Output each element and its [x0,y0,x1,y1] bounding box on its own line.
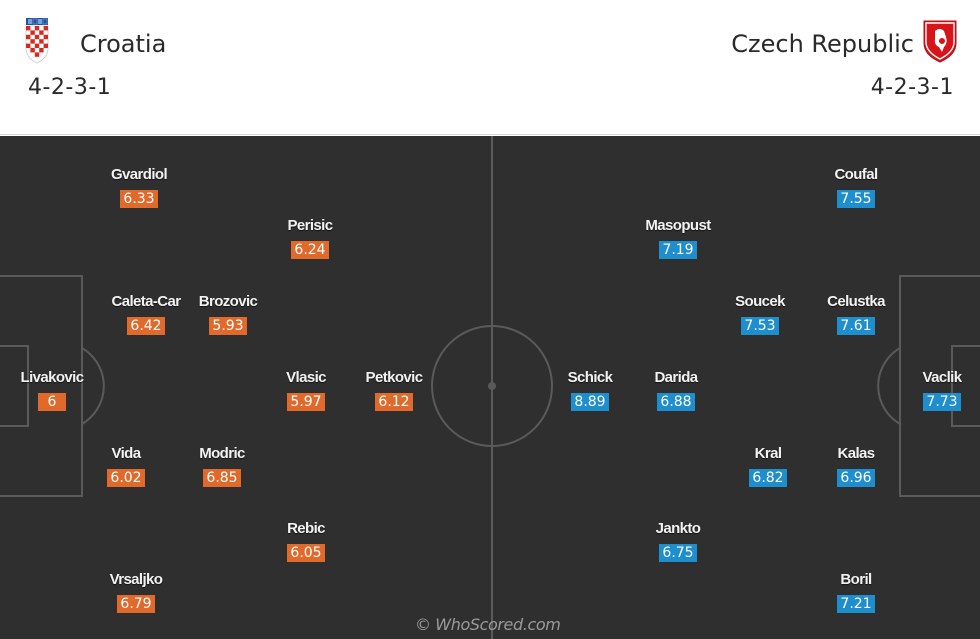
player-name: Gvardiol [110,166,168,183]
player-kral[interactable]: Kral 6.82 [708,445,828,487]
rating-badge: 6.33 [120,190,158,208]
player-name: Caleta-Car [111,293,181,310]
rating-badge: 7.53 [741,317,779,335]
player-name: Vrsaljko [109,571,163,588]
rating-badge: 6.02 [107,469,145,487]
player-darida[interactable]: Darida 6.88 [616,369,736,411]
rating-badge: 6.42 [127,317,165,335]
rating-badge: 6.75 [659,544,697,562]
player-jankto[interactable]: Jankto 6.75 [618,520,738,562]
rating-badge: 6.88 [657,393,695,411]
rating-badge: 6.82 [749,469,787,487]
player-name: Celustka [827,293,885,310]
rating-badge: 6 [38,393,66,411]
player-name: Schick [567,369,613,386]
player-name: Kral [754,445,782,462]
rating-badge: 6.05 [287,544,325,562]
rating-badge: 5.97 [287,393,325,411]
player-name: Perisic [287,217,333,234]
player-name: Vlasic [286,369,326,386]
player-coufal[interactable]: Coufal 7.55 [796,166,916,208]
player-modric[interactable]: Modric 6.85 [162,445,282,487]
rating-badge: 8.89 [571,393,609,411]
home-team-name[interactable]: Croatia [80,30,167,58]
player-name: Vaclik [922,369,963,386]
player-celustka[interactable]: Celustka 7.61 [796,293,916,335]
croatia-crest-icon [25,18,49,64]
player-name: Kalas [837,445,875,462]
player-name: Jankto [655,520,701,537]
rating-badge: 5.93 [209,317,247,335]
rating-badge: 7.55 [837,190,875,208]
player-livakovic[interactable]: Livakovic 6 [0,369,112,411]
czech-crest-icon [923,20,957,63]
player-vida[interactable]: Vida 6.02 [66,445,186,487]
rating-badge: 6.96 [837,469,875,487]
player-name: Soucek [735,293,785,310]
player-vrsaljko[interactable]: Vrsaljko 6.79 [76,571,196,613]
rating-badge: 7.61 [837,317,875,335]
player-soucek[interactable]: Soucek 7.53 [700,293,820,335]
away-formation: 4-2-3-1 [870,75,954,100]
home-formation: 4-2-3-1 [28,75,112,100]
player-caleta-car[interactable]: Caleta-Car 6.42 [86,293,206,335]
rating-badge: 7.21 [837,595,875,613]
whoscored-watermark: © WhoScored.com [415,615,561,634]
away-team-name[interactable]: Czech Republic [731,30,914,58]
player-name: Modric [199,445,245,462]
pitch-markings [0,136,980,639]
player-brozovic[interactable]: Brozovic 5.93 [168,293,288,335]
player-masopust[interactable]: Masopust 7.19 [618,217,738,259]
player-name: Darida [654,369,698,386]
match-header: Croatia 4-2-3-1 Czech Republic 4-2-3-1 [0,0,980,135]
player-name: Livakovic [20,369,85,386]
player-perisic[interactable]: Perisic 6.24 [250,217,370,259]
rating-badge: 7.73 [923,393,961,411]
pitch: Gvardiol 6.33 Perisic 6.24 Caleta-Car 6.… [0,136,980,639]
player-schick[interactable]: Schick 8.89 [530,369,650,411]
player-boril[interactable]: Boril 7.21 [796,571,916,613]
player-name: Brozovic [198,293,258,310]
player-name: Vida [111,445,141,462]
player-name: Masopust [645,217,711,234]
player-name: Petkovic [365,369,424,386]
rating-badge: 6.85 [203,469,241,487]
rating-badge: 6.24 [291,241,329,259]
player-name: Coufal [834,166,878,183]
rating-badge: 6.12 [375,393,413,411]
player-name: Rebic [287,520,325,537]
player-rebic[interactable]: Rebic 6.05 [246,520,366,562]
rating-badge: 7.19 [659,241,697,259]
player-vlasic[interactable]: Vlasic 5.97 [246,369,366,411]
player-name: Boril [840,571,872,588]
player-petkovic[interactable]: Petkovic 6.12 [334,369,454,411]
player-gvardiol[interactable]: Gvardiol 6.33 [79,166,199,208]
player-vaclik[interactable]: Vaclik 7.73 [882,369,980,411]
player-kalas[interactable]: Kalas 6.96 [796,445,916,487]
rating-badge: 6.79 [117,595,155,613]
